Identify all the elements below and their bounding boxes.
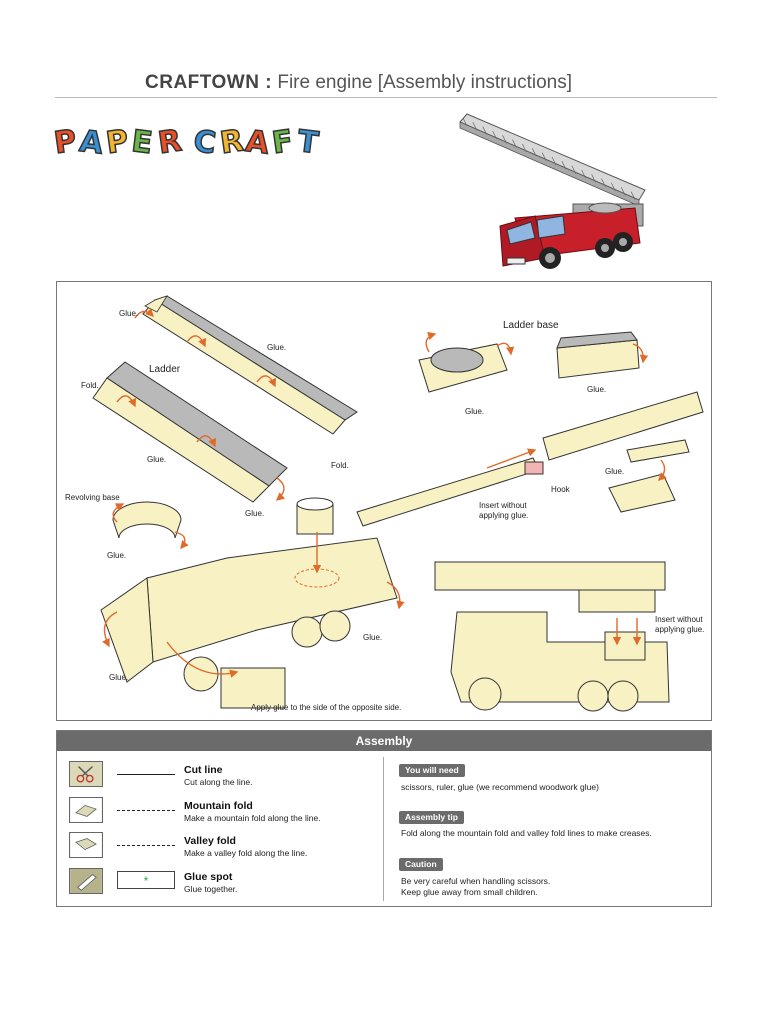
label-glue: Glue.: [587, 386, 606, 395]
tip-text: Be very careful when handling scissors.: [401, 876, 550, 887]
legend-desc: Make a valley fold along the line.: [184, 848, 307, 858]
tip-text: scissors, ruler, glue (we recommend wood…: [401, 782, 599, 793]
document-title: Fire engine [Assembly instructions]: [277, 72, 572, 93]
ladder-base-parts: [419, 332, 639, 392]
revolving-base: [113, 498, 333, 538]
logo-letter: P: [104, 123, 131, 161]
logo-letter: F: [270, 124, 295, 162]
logo-letter: P: [52, 123, 79, 161]
mountain-fold-line-sample: [117, 810, 175, 811]
page-title: CRAFTOWN : Fire engine [Assembly instruc…: [145, 72, 572, 94]
truck-body: [500, 203, 643, 269]
glue-spot-sample: *: [117, 871, 175, 889]
logo-letter: R: [156, 123, 184, 161]
label-ladder-base: Ladder base: [503, 320, 559, 331]
label-insert-cont: applying glue.: [655, 626, 704, 635]
logo-letter: C: [192, 124, 218, 161]
tip-text: Fold along the mountain fold and valley …: [401, 828, 652, 839]
logo-letter: A: [244, 124, 272, 162]
legend-desc: Make a mountain fold along the line.: [184, 813, 321, 823]
logo-letter: E: [130, 124, 155, 161]
assembled-truck: [435, 562, 669, 711]
valley-fold-icon: [69, 832, 103, 858]
label-glue: Glue.: [107, 552, 126, 561]
cut-line-sample: [117, 774, 175, 775]
tip-text: Keep glue away from small children.: [401, 887, 538, 898]
label-fold: Fold.: [81, 382, 99, 391]
glue-icon: [69, 868, 103, 894]
beam-parts: [357, 392, 703, 526]
label-apply-glue: Apply glue to the side of the opposite s…: [251, 704, 401, 713]
tip-badge-you-will-need: You will need: [399, 764, 465, 777]
legend-desc: Glue together.: [184, 884, 237, 894]
legend-desc: Cut along the line.: [184, 777, 253, 787]
diagram-drawing: [57, 282, 713, 722]
label-glue: Glue.: [147, 456, 166, 465]
mountain-fold-icon: [69, 797, 103, 823]
legend-title: Cut line: [184, 764, 223, 776]
legend-title: Mountain fold: [184, 800, 253, 812]
legend-valley-fold: Valley fold Make a valley fold along the…: [69, 832, 369, 862]
label-glue: Glue.: [605, 468, 624, 477]
legend-glue-spot: * Glue spot Glue together.: [69, 868, 369, 898]
label-insert-cont: applying glue.: [479, 512, 528, 521]
label-revolving-base: Revolving base: [65, 494, 120, 503]
logo-letter: A: [78, 124, 106, 162]
scissors-icon: [69, 761, 103, 787]
assembly-diagram: Glue. Glue. Ladder Fold. Glue. Fold. Glu…: [56, 281, 712, 721]
truck-body-parts: [101, 538, 397, 708]
label-glue: Glue.: [465, 408, 484, 417]
label-insert: Insert without: [479, 502, 527, 511]
legend-title: Valley fold: [184, 835, 236, 847]
logo-letter: T: [296, 124, 321, 161]
brand-name: CRAFTOWN :: [145, 72, 272, 93]
tip-badge-assembly-tip: Assembly tip: [399, 811, 464, 824]
tip-badge-caution: Caution: [399, 858, 443, 871]
label-fold: Fold.: [331, 462, 349, 471]
label-ladder: Ladder: [149, 364, 180, 375]
legend-mountain-fold: Mountain fold Make a mountain fold along…: [69, 797, 369, 827]
label-glue: Glue.: [119, 310, 138, 319]
fire-engine-illustration: [455, 108, 655, 288]
valley-fold-line-sample: [117, 845, 175, 846]
assembly-heading: Assembly: [57, 731, 711, 751]
logo-letter: R: [218, 123, 246, 161]
label-glue: Glue.: [267, 344, 286, 353]
ladder-illustration: [460, 114, 645, 206]
title-divider: [55, 97, 717, 98]
legend-cut-line: Cut line Cut along the line.: [69, 761, 369, 791]
label-hook: Hook: [551, 486, 570, 495]
label-glue: Glue.: [245, 510, 264, 519]
panel-divider: [383, 757, 384, 901]
label-glue: Glue.: [109, 674, 128, 683]
legend-title: Glue spot: [184, 871, 232, 883]
assembly-panel: Assembly Cut line Cut along the line. Mo…: [56, 730, 712, 907]
label-insert: Insert without: [655, 616, 703, 625]
label-glue: Glue.: [363, 634, 382, 643]
